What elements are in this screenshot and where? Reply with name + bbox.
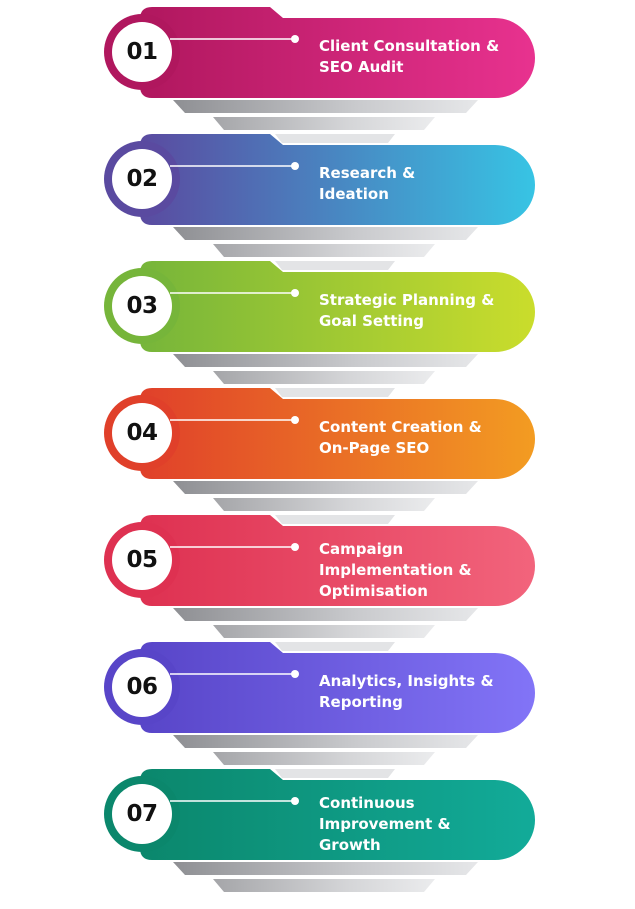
step-number: 02: [126, 166, 158, 192]
step-banner: [140, 642, 535, 733]
shadow-bar-2: [213, 117, 435, 130]
step-number: 03: [126, 293, 158, 319]
shadow-bar-1: [173, 608, 478, 621]
shadow-bar-2: [213, 879, 435, 892]
step-label-line: SEO Audit: [319, 58, 404, 76]
step-number: 06: [126, 674, 158, 700]
step-label-line: Continuous: [319, 794, 415, 812]
number-badge: [112, 403, 172, 463]
step-label-line: Implementation &: [319, 561, 472, 579]
step-number: 07: [126, 801, 158, 827]
step-label-line: Research &: [319, 164, 416, 182]
number-badge: [112, 22, 172, 82]
step-label-line: Goal Setting: [319, 312, 424, 330]
shadow-bar-3: [275, 261, 395, 270]
shadow-bar-3: [275, 134, 395, 143]
shadow-bar-3: [275, 642, 395, 651]
step-label-line: On-Page SEO: [319, 439, 430, 457]
step-banner: [140, 261, 535, 352]
number-badge: [112, 657, 172, 717]
process-step-01: 01 Client Consultation & SEO Audit: [0, 7, 635, 147]
step-label-line: Strategic Planning &: [319, 291, 495, 309]
process-step-06: 06 Analytics, Insights & Reporting: [0, 642, 635, 782]
step-label-line: Growth: [319, 836, 381, 854]
connector-dot: [291, 35, 299, 43]
step-label-line: Campaign: [319, 540, 404, 558]
step-label: Strategic Planning & Goal Setting: [319, 290, 519, 332]
step-label-line: Analytics, Insights &: [319, 672, 494, 690]
shadow-bar-3: [275, 388, 395, 397]
shadow-bar-1: [173, 100, 478, 113]
number-badge: [112, 530, 172, 590]
step-banner: [140, 515, 535, 606]
number-badge: [112, 149, 172, 209]
shadow-bar-3: [275, 515, 395, 524]
shadow-bar-3: [275, 769, 395, 778]
process-step-02: 02 Research & Ideation: [0, 134, 635, 274]
step-label: Research & Ideation: [319, 163, 519, 205]
step-banner: [140, 769, 535, 860]
shadow-bar-1: [173, 481, 478, 494]
step-number: 01: [126, 39, 158, 65]
shadow-bar-2: [213, 752, 435, 765]
shadow-bar-1: [173, 735, 478, 748]
shadow-bar-1: [173, 354, 478, 367]
process-step-03: 03 Strategic Planning & Goal Setting: [0, 261, 635, 401]
step-label: Analytics, Insights & Reporting: [319, 671, 519, 713]
connector-dot: [291, 543, 299, 551]
step-label: Client Consultation & SEO Audit: [319, 36, 519, 78]
number-badge: [112, 784, 172, 844]
shadow-bar-1: [173, 862, 478, 875]
shadow-bar-2: [213, 244, 435, 257]
step-number: 04: [126, 420, 158, 446]
step-label-line: Optimisation: [319, 582, 428, 600]
connector-dot: [291, 670, 299, 678]
step-label-line: Reporting: [319, 693, 403, 711]
process-step-04: 04 Content Creation & On-Page SEO: [0, 388, 635, 528]
step-label-line: Content Creation &: [319, 418, 482, 436]
connector-dot: [291, 289, 299, 297]
step-label-line: Client Consultation &: [319, 37, 500, 55]
step-label-line: Improvement &: [319, 815, 451, 833]
shadow-bar-1: [173, 227, 478, 240]
step-banner: [140, 7, 535, 98]
connector-dot: [291, 797, 299, 805]
step-banner: [140, 134, 535, 225]
step-number: 05: [126, 547, 158, 573]
shadow-bar-2: [213, 498, 435, 511]
connector-dot: [291, 162, 299, 170]
step-banner: [140, 388, 535, 479]
connector-dot: [291, 416, 299, 424]
number-badge: [112, 276, 172, 336]
step-label: Content Creation & On-Page SEO: [319, 417, 519, 459]
shadow-bar-2: [213, 625, 435, 638]
step-label-line: Ideation: [319, 185, 389, 203]
shadow-bar-2: [213, 371, 435, 384]
